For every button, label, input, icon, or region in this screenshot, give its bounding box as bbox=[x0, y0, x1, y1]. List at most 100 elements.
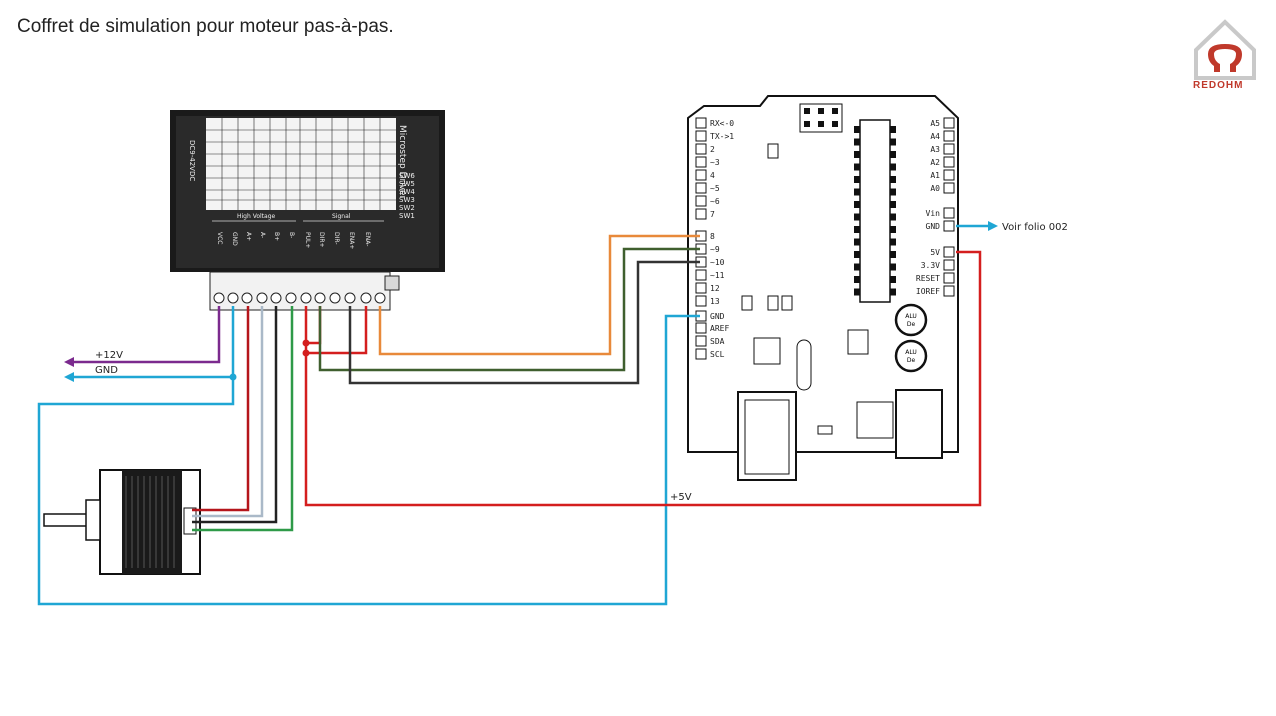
arduino-pin-label: SCL bbox=[710, 350, 725, 359]
switch-label: SW5 bbox=[399, 180, 415, 188]
arduino-pin-label: RESET bbox=[916, 274, 940, 283]
switch-label: SW4 bbox=[399, 188, 415, 196]
terminal-label: B+ bbox=[273, 232, 280, 241]
wire-pul bbox=[378, 234, 700, 356]
chip-pin bbox=[890, 238, 896, 246]
chip-pin bbox=[854, 151, 860, 158]
arduino-pin-label: ~10 bbox=[710, 258, 725, 267]
arduino-pin bbox=[943, 182, 955, 194]
switch-label: SW2 bbox=[399, 204, 415, 212]
chip-pin bbox=[890, 251, 896, 258]
chip-pin bbox=[890, 263, 896, 271]
arduino-pin bbox=[695, 335, 707, 347]
switch-label: SW1 bbox=[399, 212, 415, 220]
arduino-pin bbox=[695, 182, 707, 194]
arduino-pin-label: Vin bbox=[926, 209, 941, 218]
arduino-pin-label: GND bbox=[926, 222, 941, 231]
chip-pin bbox=[854, 276, 860, 283]
arduino-pin bbox=[943, 143, 955, 155]
capacitor-label: ALU bbox=[905, 349, 917, 356]
chip-pin bbox=[890, 226, 896, 233]
driver-name: Microstep Driver bbox=[397, 125, 407, 200]
arduino-pin bbox=[943, 220, 955, 232]
arduino-pin bbox=[695, 156, 707, 168]
wires bbox=[37, 221, 998, 606]
arrow-gnd bbox=[64, 372, 74, 382]
wire-5v bbox=[304, 250, 982, 507]
redohm-logo bbox=[1194, 19, 1256, 80]
wire-ena bbox=[348, 260, 700, 385]
arduino-pin bbox=[943, 169, 955, 181]
svg-text:De: De bbox=[907, 321, 916, 328]
signal-label: Signal bbox=[332, 213, 351, 220]
chip-pin bbox=[854, 176, 860, 183]
arduino-pin bbox=[695, 295, 707, 307]
wire-motor-b-minus bbox=[192, 306, 294, 532]
terminal-label: ENA+ bbox=[348, 232, 355, 249]
terminal-label: A- bbox=[259, 232, 266, 238]
arduino-pin-label: GND bbox=[710, 312, 725, 321]
terminal-label: GND bbox=[231, 232, 238, 246]
arrow-12v bbox=[64, 357, 74, 367]
chip-pin bbox=[890, 188, 896, 196]
arduino-pin-label: ~3 bbox=[710, 158, 720, 167]
arduino-pin-label: ~6 bbox=[710, 197, 720, 206]
arduino-pin bbox=[943, 272, 955, 284]
label-gnd: GND bbox=[95, 365, 118, 376]
arduino-board: ALU De ALU De RX<-0TX->12~34~5~678~9~10~… bbox=[687, 95, 959, 481]
arduino-pin-label: A5 bbox=[930, 119, 940, 128]
stepper-driver: Microstep Driver DC9-42VDC SW6 SW5 SW4 S… bbox=[170, 110, 445, 311]
wire-5v-dir bbox=[306, 306, 322, 345]
label-voir-folio: Voir folio 002 bbox=[1002, 222, 1068, 233]
terminal-label: PUL+ bbox=[304, 232, 311, 248]
arduino-pin-label: A2 bbox=[930, 158, 940, 167]
wire-motor-a-plus bbox=[192, 306, 250, 512]
high-voltage-label: High Voltage bbox=[237, 213, 276, 220]
chip-pin bbox=[854, 163, 860, 171]
arduino-pin-label: 2 bbox=[710, 145, 715, 154]
chip-pin bbox=[890, 138, 896, 146]
arduino-pin-label: 5V bbox=[930, 248, 940, 257]
arduino-pin-label: 7 bbox=[710, 210, 715, 219]
arduino-pin bbox=[695, 348, 707, 360]
arduino-pin-label: A4 bbox=[930, 132, 940, 141]
chip-pin bbox=[890, 176, 896, 183]
arduino-pin bbox=[695, 282, 707, 294]
terminal-screws bbox=[213, 292, 386, 304]
chip-pin bbox=[890, 201, 896, 208]
arduino-pin-label: IOREF bbox=[916, 287, 940, 296]
chip-pin bbox=[854, 238, 860, 246]
stepper-motor bbox=[43, 469, 201, 575]
capacitor-label: ALU bbox=[905, 313, 917, 320]
arduino-pin bbox=[695, 322, 707, 334]
arduino-pin-label: AREF bbox=[710, 324, 729, 333]
arduino-pin bbox=[695, 169, 707, 181]
arduino-pin-label: ~11 bbox=[710, 271, 725, 280]
arduino-pin-label: A1 bbox=[930, 171, 940, 180]
terminal-label: B- bbox=[288, 232, 295, 238]
brand-name: REDOHM bbox=[1193, 80, 1244, 91]
arduino-pin-label: 4 bbox=[710, 171, 715, 180]
terminal-label: DIR+ bbox=[318, 232, 325, 248]
terminal-label: A+ bbox=[245, 232, 252, 241]
chip-pin bbox=[890, 276, 896, 283]
arrow-folio bbox=[988, 221, 998, 231]
label-5v: +5V bbox=[670, 492, 692, 503]
arduino-pin bbox=[695, 195, 707, 207]
arduino-pin-label: 3.3V bbox=[921, 261, 940, 270]
arduino-pin-label: 8 bbox=[710, 232, 715, 241]
chip-pin bbox=[890, 151, 896, 158]
arduino-pin bbox=[943, 285, 955, 297]
chip-pin bbox=[854, 263, 860, 271]
arduino-pin bbox=[943, 246, 955, 258]
terminal-label: DIR- bbox=[333, 232, 340, 244]
chip-pin bbox=[890, 288, 896, 296]
terminal-label: VCC bbox=[216, 232, 223, 244]
wire-5v-ena bbox=[306, 306, 368, 355]
arduino-pin-label: 13 bbox=[710, 297, 720, 306]
label-12v: +12V bbox=[95, 350, 123, 361]
chip-pin bbox=[854, 201, 860, 208]
chip-pin bbox=[890, 163, 896, 171]
switch-label: SW3 bbox=[399, 196, 415, 204]
